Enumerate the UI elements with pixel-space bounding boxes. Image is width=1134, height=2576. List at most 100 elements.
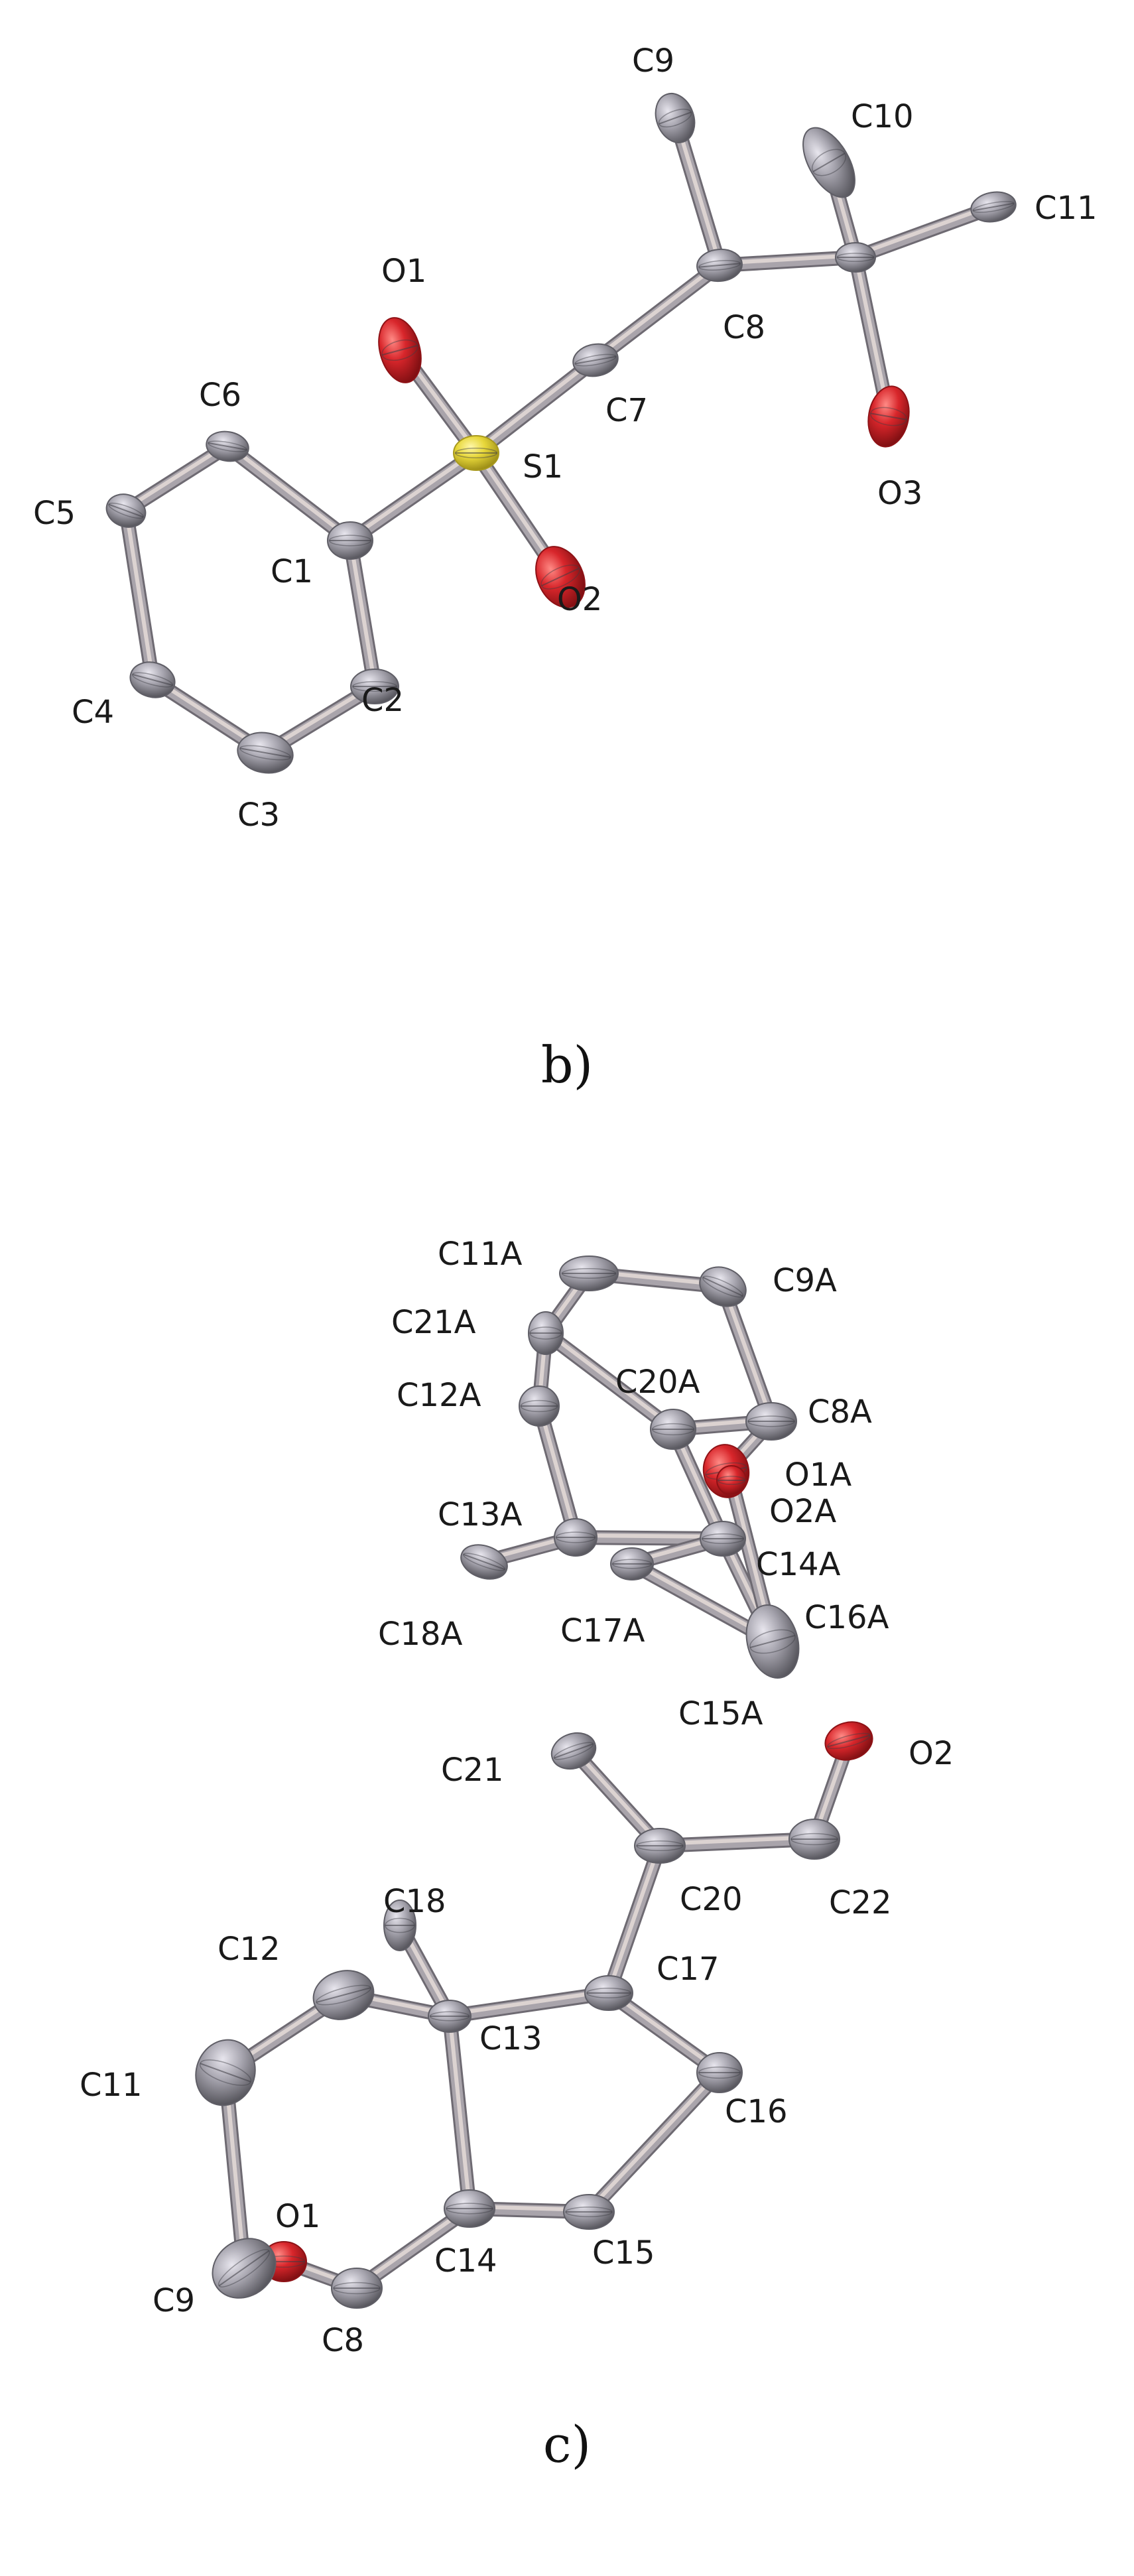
atom-label-c16: C16 (725, 2093, 788, 2130)
atom-label-c11a: C11A (438, 1236, 523, 1273)
atom-label-c8a: C8A (808, 1393, 872, 1431)
atom-label-c14a: C14A (756, 1546, 841, 1583)
atom-S1 (453, 435, 499, 471)
bond-C16-C15 (582, 2065, 727, 2219)
atom-C10 (802, 127, 855, 198)
atom-label-c12a: C12A (397, 1377, 481, 1414)
atom-C1 (327, 521, 373, 560)
atom-C10a (835, 242, 876, 273)
atom-label-c18: C18 (383, 1883, 446, 1920)
bonds-panel-b (119, 111, 1001, 760)
bond-C12A-C13A (532, 1399, 583, 1545)
atom-label-o1a: O1A (785, 1456, 851, 1494)
atom-label-o2: O2 (557, 581, 602, 618)
atom-label-c8: C8 (322, 2322, 364, 2359)
atom-label-c15: C15 (592, 2234, 655, 2272)
bond-C1-S1 (343, 446, 483, 548)
atom-C9A (699, 1266, 747, 1307)
atom-label-c9: C9 (632, 42, 674, 80)
atom-C15A (745, 1604, 800, 1679)
atom-C12A (519, 1385, 560, 1427)
atom-C18 (383, 1900, 416, 1951)
atom-C8A (745, 1402, 797, 1441)
atom-label-c11: C11 (1035, 190, 1098, 227)
panel-label-c: c) (543, 2415, 591, 2474)
panel-label-b: b) (541, 1035, 593, 1094)
bond-C1-C2 (343, 533, 382, 694)
atom-label-c21a: C21A (391, 1304, 476, 1341)
atom-label-c22: C22 (829, 1884, 892, 1921)
atom-label-o2: O2 (909, 1735, 954, 1772)
bond-C5-C6 (119, 439, 235, 518)
atom-C5 (105, 493, 147, 528)
atom-C20 (634, 1828, 686, 1864)
bond-C21A-C20A (538, 1326, 680, 1437)
atom-label-o3: O3 (877, 475, 922, 512)
atom-label-c14: C14 (434, 2242, 497, 2280)
atom-O1 (378, 317, 422, 383)
atom-C4 (129, 661, 176, 698)
atom-C21 (550, 1732, 597, 1770)
atom-C2 (350, 669, 399, 704)
atom-label-c13: C13 (479, 2020, 542, 2057)
atom-label-c1: C1 (271, 553, 313, 590)
atom-C17 (584, 1975, 633, 2011)
atom-C17A (610, 1547, 654, 1580)
atom-C14A (700, 1521, 746, 1557)
atom-O2 (824, 1721, 873, 1761)
atom-C8 (331, 2268, 383, 2309)
atom-label-c18a: C18A (378, 1616, 463, 1653)
atom-label-c6: C6 (199, 377, 241, 414)
bond-C20-C17 (601, 1838, 667, 2000)
atom-C11 (195, 2039, 256, 2106)
atom-label-c9: C9 (153, 2282, 195, 2319)
atom-C11 (970, 191, 1017, 223)
atoms-panel-b (105, 93, 1017, 774)
atom-C16 (696, 2052, 743, 2093)
atom-C18A (460, 1544, 508, 1580)
atom-label-s1: S1 (523, 448, 563, 485)
atom-label-o2a: O2A (769, 1493, 836, 1530)
atom-C7 (572, 343, 619, 377)
atom-C13 (428, 2000, 472, 2033)
atom-label-o1: O1 (275, 2198, 320, 2235)
atom-C12 (312, 1970, 375, 2020)
atom-label-c9a: C9A (773, 1262, 837, 1299)
atom-C20A (650, 1409, 696, 1450)
atom-label-c21: C21 (441, 1752, 504, 1789)
atom-label-c2: C2 (361, 682, 404, 719)
atom-label-c20: C20 (680, 1881, 743, 1918)
atom-O2A (716, 1465, 747, 1496)
bond-C6-C1 (220, 439, 357, 548)
atom-label-c7: C7 (605, 392, 648, 429)
bond-C7-C8 (588, 258, 727, 367)
atom-label-c12: C12 (218, 1931, 281, 1968)
atom-C11A (559, 1256, 619, 1291)
atom-C9 (655, 93, 696, 143)
bond-C9A-C8A (716, 1279, 779, 1429)
atom-label-c20a: C20A (615, 1364, 700, 1401)
atom-O2 (535, 546, 586, 608)
bond-C17-C13 (442, 1986, 616, 2024)
atom-C21A (528, 1311, 564, 1355)
atom-label-c16a: C16A (804, 1599, 889, 1636)
bond-C20-C21 (566, 1744, 667, 1853)
atoms-panel-c (195, 1256, 873, 2309)
atom-label-c4: C4 (72, 694, 114, 731)
bond-C10a-C11 (848, 200, 1001, 265)
atom-label-c15a: C15A (678, 1695, 763, 1732)
atom-C14 (444, 2189, 495, 2228)
atom-label-o1: O1 (381, 253, 426, 290)
bond-S1-C7 (469, 353, 603, 460)
atom-C3 (237, 732, 294, 774)
atom-label-c17: C17 (657, 1951, 720, 1988)
atom-label-c3: C3 (237, 797, 280, 834)
atom-label-c13a: C13A (438, 1496, 523, 1533)
atom-C6 (206, 430, 249, 462)
atom-label-c8: C8 (723, 309, 765, 346)
atom-C22 (788, 1819, 840, 1860)
atom-C8 (696, 248, 743, 283)
atom-C13A (554, 1518, 598, 1557)
